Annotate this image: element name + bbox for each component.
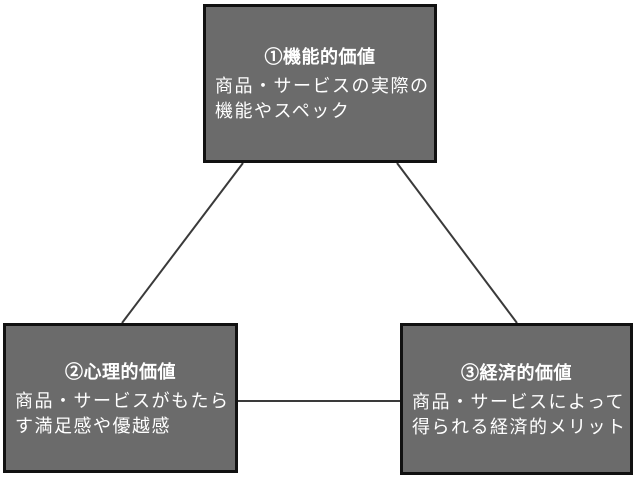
node-psychological-value-body: 商品・サービスがもたら す満足感や優越感 <box>15 389 230 439</box>
node-body-line: 商品・サービスによって <box>412 391 626 412</box>
node-psychological-value: ②心理的価値 商品・サービスがもたら す満足感や優越感 <box>3 323 238 473</box>
node-functional-value-title: ①機能的価値 <box>264 47 376 67</box>
node-economic-value-body: 商品・サービスによって 得られる経済的メリット <box>412 390 627 440</box>
connector-functional-economic <box>396 162 518 324</box>
node-economic-value: ③経済的価値 商品・サービスによって 得られる経済的メリット <box>400 323 633 475</box>
node-body-line: 機能やスペック <box>215 101 351 121</box>
node-economic-value-title: ③経済的価値 <box>461 362 572 383</box>
node-body-line: す満足感や優越感 <box>15 415 171 436</box>
node-psychological-value-title: ②心理的価値 <box>65 361 176 382</box>
node-functional-value: ①機能的価値 商品・サービスの実際の 機能やスペック <box>203 4 437 163</box>
node-body-line: 商品・サービスの実際の <box>215 76 430 96</box>
connector-functional-psychological <box>121 162 244 324</box>
node-body-line: 商品・サービスがもたら <box>15 390 230 411</box>
node-body-line: 得られる経済的メリット <box>412 416 627 437</box>
node-functional-value-body: 商品・サービスの実際の 機能やスペック <box>215 74 430 124</box>
